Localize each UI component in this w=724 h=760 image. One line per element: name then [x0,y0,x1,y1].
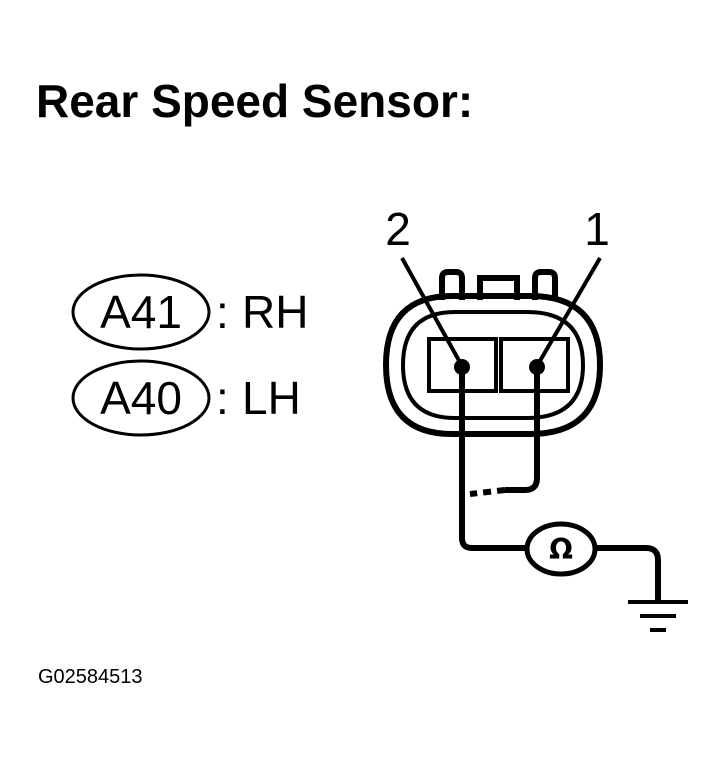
test-leads [459,367,661,600]
connector-separator: : [216,372,229,424]
connector-code: A41 [100,286,182,338]
ohmmeter-icon: Ω [524,521,598,577]
test-lead-ground [595,545,661,600]
jumper-dashed-connection [469,487,506,497]
connector-legend-rh: A41 : RH [71,273,308,351]
figure-id: G02584513 [38,666,143,688]
sensor-connector-icon [382,269,604,437]
pin-leader-1 [535,256,602,368]
connector-latch [439,269,558,300]
connector-outer-shell [382,293,604,437]
connector-separator: : [216,286,229,338]
pin-number-1: 1 [584,203,610,255]
diagram-title: Rear Speed Sensor: [36,75,473,127]
connector-side-label: RH [242,286,308,338]
pin-labels: 2 1 [385,203,610,368]
test-lead-pin-2 [459,367,527,551]
connector-side-label: LH [242,372,301,424]
connector-legend-lh: A40 : LH [71,359,301,437]
pin-leader-2 [400,257,464,367]
pin-number-2: 2 [385,203,411,255]
connector-code: A40 [100,372,182,424]
connector-inner-shell [400,310,586,420]
connector-code-oval [71,273,211,351]
ground-icon [628,600,688,632]
connector-code-oval [71,359,211,437]
ohmmeter-symbol: Ω [549,533,573,566]
test-lead-pin-1 [505,367,540,493]
